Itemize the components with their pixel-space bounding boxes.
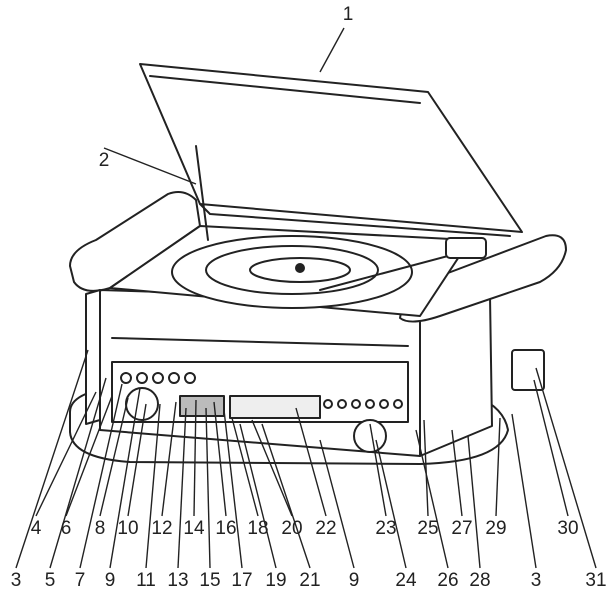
callout-upper-leader-10 <box>295 407 327 517</box>
callout-lower-leader-15 <box>535 367 597 569</box>
callout-lower-leader-12 <box>415 429 449 569</box>
callout-upper-leader-9 <box>251 419 293 517</box>
callout-lower-leader-9 <box>261 423 311 569</box>
callout-upper-leader-0 <box>103 147 197 185</box>
dust-rod <box>195 145 209 241</box>
callout-upper-leader-7 <box>213 401 227 517</box>
button-row <box>120 372 403 409</box>
callout-upper-12: 25 <box>417 518 438 539</box>
callout-lower-8: 19 <box>265 570 286 591</box>
callout-lower-leader-1 <box>49 377 107 569</box>
callout-lower-6: 15 <box>199 570 220 591</box>
tuning-knob <box>353 419 387 453</box>
callout-lower-leader-8 <box>239 423 277 569</box>
callout-lower-13: 28 <box>469 570 490 591</box>
callout-lower-leader-0 <box>15 349 89 569</box>
left-arm <box>69 191 201 292</box>
callout-lower-7: 17 <box>231 570 252 591</box>
callout-upper-10: 22 <box>315 518 336 539</box>
callout-upper-leader-5 <box>161 401 177 517</box>
callout-lower-11: 24 <box>395 570 417 591</box>
callout-lower-leader-7 <box>223 409 243 569</box>
callout-upper-leader-14 <box>495 417 501 517</box>
volume-knob <box>125 387 159 421</box>
spindle <box>295 263 305 273</box>
callout-lower-4: 11 <box>136 570 156 591</box>
callout-lower-leader-11 <box>375 439 407 569</box>
leader-lines <box>15 27 597 569</box>
left-post <box>85 289 101 425</box>
platter-ring <box>205 245 379 295</box>
callout-upper-leader-2 <box>65 395 113 517</box>
lid-inner-edge <box>149 75 421 104</box>
callout-lower-0: 3 <box>11 570 22 591</box>
callout-lower-12: 26 <box>437 570 458 591</box>
callout-upper-leader-15 <box>533 379 569 517</box>
leader-1 <box>319 27 345 73</box>
callout-upper-leader-4 <box>127 403 147 517</box>
callout-upper-13: 27 <box>451 518 472 539</box>
callout-lower-10: 9 <box>349 570 360 591</box>
lid <box>139 63 523 233</box>
callout-upper-leader-1 <box>35 391 97 517</box>
callout-lower-leader-4 <box>145 403 161 569</box>
callout-upper-6: 14 <box>183 518 205 539</box>
callout-upper-3: 8 <box>95 518 106 539</box>
usb-port <box>511 349 545 391</box>
callout-upper-14: 29 <box>485 518 506 539</box>
callout-upper-11: 23 <box>375 518 396 539</box>
callout-upper-leader-13 <box>451 429 463 517</box>
callout-upper-leader-3 <box>99 397 129 517</box>
callout-upper-leader-12 <box>423 419 429 517</box>
callout-upper-2: 6 <box>61 518 72 539</box>
callout-upper-leader-6 <box>193 399 197 517</box>
callout-upper-4: 10 <box>117 518 138 539</box>
callout-lower-2: 7 <box>75 570 86 591</box>
callout-upper-15: 30 <box>557 518 578 539</box>
callout-upper-5: 12 <box>151 518 172 539</box>
callout-lower-15: 31 <box>585 570 606 591</box>
display-window <box>179 395 225 417</box>
callout-upper-8: 18 <box>247 518 268 539</box>
callout-lower-9: 21 <box>299 570 320 591</box>
cd-slot <box>111 337 409 347</box>
callout-upper-0: 2 <box>99 150 110 171</box>
callout-upper-7: 16 <box>215 518 236 539</box>
callout-upper-9: 20 <box>281 518 302 539</box>
tonearm-base <box>445 237 487 259</box>
callout-upper-1: 4 <box>31 518 42 539</box>
callout-lower-1: 5 <box>45 570 56 591</box>
callout-lower-5: 13 <box>167 570 188 591</box>
callout-lower-leader-13 <box>467 435 481 569</box>
callout-lower-leader-10 <box>319 439 355 569</box>
radio-dial <box>229 395 321 419</box>
callout-lower-3: 9 <box>105 570 116 591</box>
callout-lower-leader-6 <box>205 407 211 569</box>
callout-lower-leader-14 <box>511 413 537 569</box>
callout-lower-leader-2 <box>79 383 123 569</box>
callout-top: 1 <box>343 4 354 25</box>
callout-lower-leader-3 <box>109 387 141 569</box>
callout-upper-leader-8 <box>231 417 259 517</box>
callout-lower-leader-5 <box>177 407 187 569</box>
callout-upper-leader-11 <box>369 423 387 517</box>
callout-lower-14: 3 <box>531 570 542 591</box>
